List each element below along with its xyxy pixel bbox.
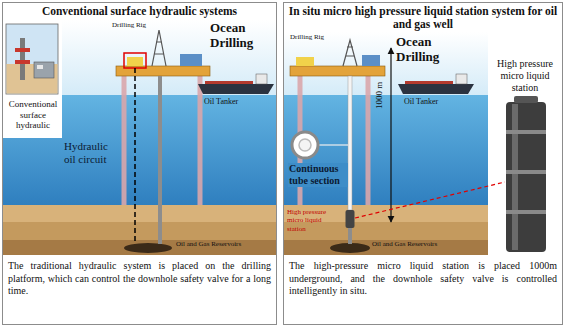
surface-hydraulic-photo — [15, 60, 30, 64]
micro-liquid-station-photo — [506, 210, 546, 214]
oil-tanker — [456, 74, 467, 84]
surface-hydraulic-photo — [20, 38, 25, 80]
tube-section-circle — [299, 139, 311, 151]
tube-section-circle — [292, 132, 318, 158]
sky — [62, 20, 276, 95]
part-label: Oil Tanker — [204, 97, 254, 106]
oil-tanker — [405, 81, 453, 84]
deck-module — [362, 55, 380, 66]
deck-module — [127, 57, 143, 66]
well-pipe — [348, 228, 352, 244]
oil-tanker — [256, 74, 267, 84]
drilling-tower — [343, 40, 357, 66]
micro-liquid-station-photo — [514, 96, 538, 103]
surface-hydraulic-photo — [6, 24, 58, 94]
platform-deck — [290, 66, 385, 76]
panel-title: Conventional surface hydraulic systems — [7, 5, 272, 18]
tube-leader — [318, 144, 348, 145]
seabed-layer — [3, 240, 276, 255]
diagram-panel: Conventional surface hydraulic systemsTh… — [2, 2, 277, 325]
part-label: Ocean Drilling — [396, 34, 456, 65]
oil-tanker — [398, 84, 474, 94]
part-label: Hydraulic oil circuit — [64, 140, 118, 166]
seabed-layer — [284, 240, 488, 255]
well-pipe — [158, 76, 162, 244]
reservoir — [330, 243, 370, 253]
deck-module — [296, 57, 314, 66]
panel-caption: The traditional hydraulic system is plac… — [8, 260, 271, 298]
seabed-layer — [3, 205, 276, 222]
sea — [3, 95, 276, 205]
continuous-tube — [348, 76, 352, 210]
sea — [284, 95, 488, 205]
part-label: Continuous tube section — [288, 163, 348, 187]
drilling-tower — [152, 30, 166, 66]
deck-module — [180, 54, 202, 66]
micro-liquid-station-photo — [506, 102, 546, 252]
micro-liquid-station — [346, 210, 355, 228]
oil-tanker — [205, 81, 253, 84]
surface-hydraulic-photo — [37, 65, 43, 69]
part-label: Ocean Drilling — [210, 20, 266, 51]
sky — [284, 32, 488, 95]
seabed-layer — [3, 222, 276, 240]
micro-liquid-station-photo — [506, 96, 546, 252]
platform-leg — [122, 76, 127, 205]
surface-hydraulic-photo — [34, 62, 54, 78]
depth-arrow — [390, 48, 391, 222]
part-label: Conventional surface hydraulic — [4, 99, 62, 131]
hydraulic-oil-circuit-line — [134, 68, 136, 243]
surface-hydraulic-photo — [15, 48, 30, 52]
platform-leg — [198, 76, 203, 205]
reservoir — [124, 243, 172, 253]
left-illustration — [3, 20, 276, 255]
part-label: Drilling Rig — [112, 21, 156, 29]
micro-liquid-station-photo — [506, 170, 546, 174]
seabed-layer — [284, 222, 488, 240]
part-label: High pressure micro liquid station — [489, 58, 561, 93]
part-label: High pressure micro liquid station — [287, 208, 333, 233]
platform-leg — [366, 76, 371, 205]
panel-title: In situ micro high pressure liquid stati… — [288, 5, 558, 31]
part-label: Oil and Gas Reservoirs — [176, 240, 256, 248]
panel-caption: The high-pressure micro liquid station i… — [289, 260, 557, 298]
micro-liquid-station-photo — [506, 130, 546, 134]
part-label: Oil and Gas Reservoirs — [372, 240, 452, 248]
part-label: Oil Tanker — [404, 97, 454, 106]
dimension-label: 1000 m — [374, 81, 385, 108]
oil-tanker — [398, 74, 474, 94]
oil-tanker — [198, 84, 274, 94]
oil-tanker — [198, 74, 274, 94]
micro-liquid-station-photo — [512, 104, 518, 250]
surface-hydraulic-photo — [6, 24, 58, 94]
part-label: Drilling Rig — [290, 33, 334, 41]
station-leader — [355, 182, 505, 218]
hydraulic-unit-highlight — [124, 53, 146, 68]
